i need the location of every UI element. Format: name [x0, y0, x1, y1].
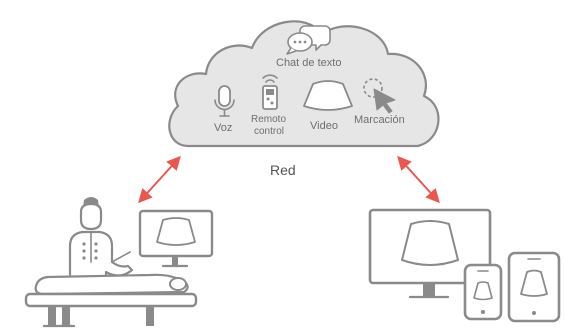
voice-label: Voz: [214, 122, 232, 134]
cloud: Chat de texto Voz Remoto control Video: [168, 20, 440, 148]
tablet-device: [507, 251, 561, 323]
cursor-marker-icon: [363, 78, 396, 114]
phone-device: [463, 263, 503, 321]
video-label: Video: [310, 120, 338, 132]
arrow-right: [397, 155, 440, 204]
remote-label-line2: control: [254, 126, 284, 137]
doctor-patient-ultrasound-icon: [24, 197, 214, 328]
remote-label-line1: Remoto: [251, 114, 286, 125]
network-label: Red: [270, 162, 296, 178]
patient-on-bed: [24, 273, 198, 328]
cloud-shape: [168, 20, 440, 148]
ultrasound-fan-icon: [303, 80, 353, 111]
remote-control-icon: [262, 74, 278, 110]
monitor-tablet-phone-icon: [368, 208, 561, 323]
ultrasound-monitor: [138, 209, 214, 268]
chat-bubbles-icon: [286, 25, 331, 55]
chat-label: Chat de texto: [276, 57, 341, 69]
large-monitor: [368, 208, 492, 299]
microphone-icon: [214, 85, 235, 117]
marking-label: Marcación: [354, 114, 405, 126]
arrow-left: [138, 155, 181, 204]
